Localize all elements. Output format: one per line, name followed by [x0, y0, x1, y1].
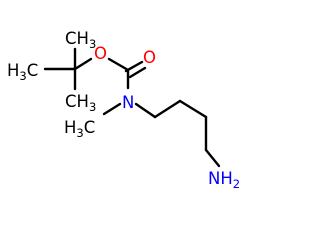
bond-o-ester-carbonyl-c [107, 57, 130, 72]
structure-canvas: CH3 H3C CH3 O O N H3C NH2 [7, 29, 241, 191]
atom-label-h3c-nmethyl: H3C [64, 118, 95, 140]
atom-label-ch3-top: CH3 [65, 29, 96, 51]
bonds [43, 47, 221, 168]
bond-qc-o-ester [73, 57, 93, 71]
atom-label-h3c-left: H3C [7, 61, 38, 83]
atom-label-n-amide: N [122, 93, 134, 112]
bond-chain-c1-c2 [153, 99, 182, 119]
bond-chain-c2-c3 [178, 99, 208, 119]
bond-chain-c4-nh2 [204, 148, 221, 168]
atom-label-o-ester: O [94, 44, 107, 63]
atom-label-o-carbonyl: O [143, 48, 156, 67]
atom-labels: CH3 H3C CH3 O O N H3C NH2 [7, 29, 240, 191]
bond-carbonyl-double-b [128, 66, 147, 79]
atom-label-nh2: NH2 [208, 169, 240, 191]
bond-n-methyl [102, 102, 122, 116]
atom-label-ch3-bottom: CH3 [65, 92, 96, 114]
bond-n-chain [134, 102, 157, 119]
molecule-structure: CH3 H3C CH3 O O N H3C NH2 [7, 29, 240, 191]
